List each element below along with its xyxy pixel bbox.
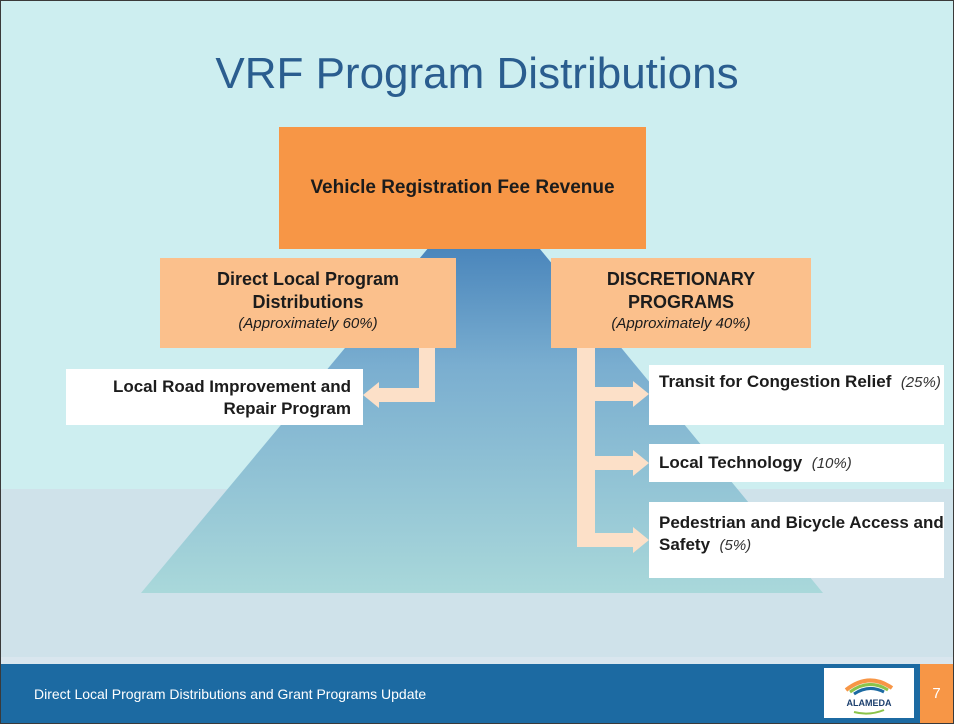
program-box-ped: Pedestrian and Bicycle Access and Safety… bbox=[649, 502, 944, 578]
footer-bar: Direct Local Program Distributions and G… bbox=[1, 664, 953, 723]
page-title: VRF Program Distributions bbox=[215, 49, 739, 98]
pyramid-shape bbox=[141, 181, 823, 593]
program-pct: (10%) bbox=[811, 455, 852, 472]
pyramid-graphic bbox=[141, 181, 823, 593]
alameda-logo: ALAMEDA bbox=[824, 668, 914, 718]
footer-divider bbox=[1, 657, 953, 664]
footer-text: Direct Local Program Distributions and G… bbox=[34, 686, 427, 702]
arrow-head-transit bbox=[633, 381, 649, 407]
page-number: 7 bbox=[920, 664, 953, 723]
connector-arrow-tech bbox=[595, 456, 635, 470]
direct-title: Direct Local Program Distributions bbox=[216, 269, 400, 312]
program-pct: (5%) bbox=[719, 537, 752, 554]
connector-right-vertical bbox=[577, 347, 595, 547]
program-name: Local Technology bbox=[659, 453, 803, 472]
program-box-transit: Transit for Congestion Relief (25%) bbox=[649, 365, 944, 425]
program-name: Transit for Congestion Relief bbox=[659, 372, 892, 391]
discretionary-title: DISCRETIONARY PROGRAMS bbox=[606, 269, 756, 312]
connector-left-horizontal bbox=[376, 388, 435, 402]
arrow-head-tech bbox=[633, 450, 649, 476]
discretionary-box: DISCRETIONARY PROGRAMS (Approximately 40… bbox=[551, 258, 811, 348]
logo-wordmark: ALAMEDA bbox=[847, 698, 892, 708]
direct-distributions-box: Direct Local Program Distributions (Appr… bbox=[160, 258, 456, 348]
connector-arrow-transit bbox=[595, 387, 635, 401]
direct-share: (Approximately 60%) bbox=[238, 315, 378, 332]
connector-arrow-ped bbox=[595, 533, 635, 547]
revenue-box: Vehicle Registration Fee Revenue bbox=[279, 127, 646, 249]
program-pct: (25%) bbox=[900, 374, 941, 391]
program-box-tech: Local Technology (10%) bbox=[649, 444, 944, 482]
local-road-box: Local Road Improvement and Repair Progra… bbox=[66, 369, 363, 425]
arrow-head-ped bbox=[633, 527, 649, 553]
logo-icon: ALAMEDA bbox=[844, 678, 894, 715]
arrow-left-head bbox=[363, 382, 379, 408]
discretionary-share: (Approximately 40%) bbox=[611, 315, 751, 332]
program-name: Pedestrian and Bicycle Access and Safety bbox=[659, 513, 944, 554]
